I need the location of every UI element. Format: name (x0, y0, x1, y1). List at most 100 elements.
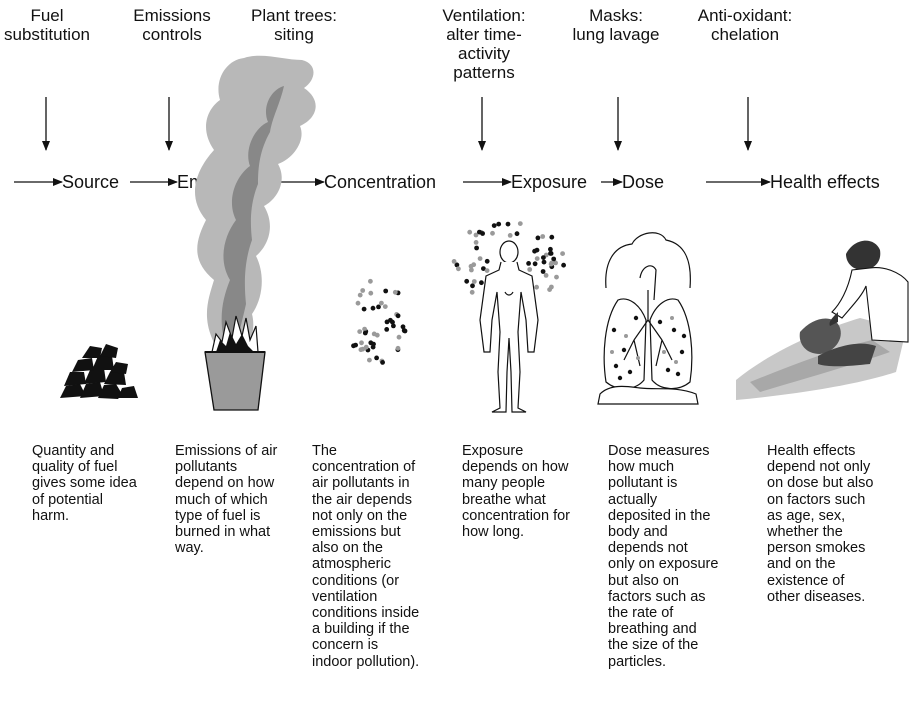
particle-dot (534, 256, 540, 261)
stage-concentration: Concentration (324, 172, 437, 192)
particle-dot (353, 342, 358, 348)
particle-dot (553, 260, 558, 266)
particle-dot (376, 304, 381, 310)
particle-dot (355, 300, 361, 306)
particle-dot (547, 287, 552, 292)
particle-dot (374, 355, 379, 361)
particle-dot (551, 256, 557, 262)
particle-dot (380, 360, 385, 365)
particle-dot (363, 344, 369, 350)
particle-dot (362, 326, 367, 332)
particle-dot (469, 289, 475, 295)
intervention-antioxidant: Anti-oxidant: chelation (697, 6, 793, 44)
particle-dot (379, 300, 384, 306)
intervention-fuel-substitution: Fuel substitution (4, 6, 90, 44)
description-health-effects: Health effects depend not only on dose b… (767, 443, 874, 605)
particle-dot (514, 231, 520, 237)
particle-dot (456, 266, 461, 272)
particle-dot (390, 319, 395, 325)
description-emissions: Emissions of air pollutants depend on ho… (175, 443, 278, 557)
particle-dot (395, 313, 401, 319)
particle-dot (357, 292, 363, 298)
particle-dot (464, 278, 470, 284)
particle-dot (367, 357, 372, 363)
particle-dot (370, 305, 376, 311)
intervention-emissions-controls: Emissions controls (133, 6, 211, 44)
particle-dot (361, 306, 367, 312)
particle-dot (471, 279, 477, 284)
lungs-icon (597, 232, 699, 405)
particle-dot (395, 345, 401, 351)
particle-dot (451, 259, 457, 264)
particle-dot (491, 223, 497, 229)
particle-dot (477, 256, 483, 261)
particle-dot (391, 323, 396, 329)
particle-dot (532, 261, 538, 267)
stage-exposure: Exposure (511, 172, 588, 192)
particle-dot (362, 330, 368, 336)
particle-dot (484, 258, 490, 264)
particle-dot (526, 261, 531, 266)
particle-dot (479, 280, 484, 286)
particle-dot (540, 234, 546, 239)
particle-dot (384, 319, 390, 325)
particle-dot (535, 235, 541, 241)
particle-dot (549, 234, 555, 240)
particle-dot (357, 329, 363, 334)
particle-dot (469, 267, 474, 273)
particle-dot (371, 331, 377, 337)
particle-dot (549, 260, 555, 266)
particle-dot (360, 288, 366, 293)
particle-dot (548, 251, 553, 256)
particle-dot (481, 266, 486, 271)
particle-dot (474, 245, 479, 251)
burning-bucket-smoke-icon (194, 55, 316, 411)
intervention-plant-trees: Plant trees: siting (251, 6, 337, 44)
particle-dot (507, 233, 513, 238)
particle-dot (505, 221, 511, 227)
particle-dot (554, 274, 559, 280)
particle-dot (360, 346, 366, 352)
intervention-masks: Masks: lung lavage (572, 6, 660, 44)
particle-dot (396, 334, 402, 340)
particle-dot (484, 268, 490, 273)
particle-dot (473, 232, 479, 238)
description-dose: Dose measures how much pollutant is actu… (608, 443, 719, 670)
description-concentration: The concentration of air pollutants in t… (312, 443, 420, 670)
particle-dot (490, 230, 495, 236)
particle-dot (560, 251, 565, 256)
particle-dot (383, 288, 389, 294)
particle-dot (368, 290, 374, 296)
particle-dot (517, 221, 523, 227)
stage-dose: Dose (622, 172, 665, 192)
particle-dot (371, 341, 376, 347)
stage-source: Source (62, 172, 120, 192)
particle-dot (541, 255, 546, 260)
particle-dot (532, 248, 537, 254)
person-in-particles-icon (451, 221, 566, 413)
particle-dot (534, 284, 539, 290)
particle-dot (401, 328, 407, 333)
intervention-ventilation: Ventilation: alter time- activity patter… (442, 6, 526, 82)
particle-dot (471, 262, 477, 268)
particle-dot (359, 340, 364, 346)
particle-dot (561, 262, 566, 268)
particle-dot (368, 278, 373, 284)
particle-dot (543, 273, 549, 278)
particle-dot (382, 304, 388, 309)
particle-dot (392, 289, 398, 295)
particle-dot (384, 327, 390, 332)
description-source: Quantity and quality of fuel gives some … (32, 443, 137, 524)
particle-dot (548, 246, 553, 252)
particle-dot (454, 262, 460, 268)
particle-dot (527, 267, 533, 272)
particle-dot (470, 283, 475, 289)
particle-cloud-icon (351, 278, 408, 365)
particle-dot (480, 231, 485, 236)
stage-health-effects: Health effects (770, 172, 880, 192)
particle-dot (496, 221, 502, 227)
particle-dot (473, 240, 479, 245)
particle-dot (400, 324, 406, 330)
particle-dot (467, 229, 473, 235)
